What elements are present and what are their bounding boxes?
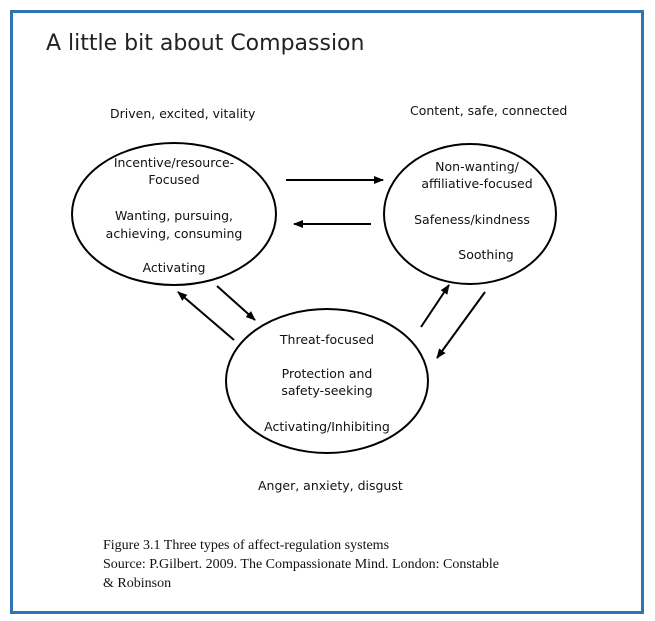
drive-line-3: Wanting, pursuing, xyxy=(114,208,234,223)
page-title: A little bit about Compassion xyxy=(46,31,365,56)
threat-line-4: Activating/Inhibiting xyxy=(264,419,390,434)
drive-line-1: Incentive/resource- xyxy=(113,155,235,170)
threat-line-3: safety-seeking xyxy=(281,383,373,398)
figure-caption: Figure 3.1 Three types of affect-regulat… xyxy=(103,536,573,593)
threat-emotions-label: Anger, anxiety, disgust xyxy=(258,478,403,493)
caption-line-2: Source: P.Gilbert. 2009. The Compassiona… xyxy=(103,557,499,572)
soothing-line-1: Non-wanting/ xyxy=(435,159,519,174)
soothing-line-4: Soothing xyxy=(458,247,514,262)
arrow-threat-to-soothing xyxy=(420,284,450,328)
soothing-line-3: Safeness/kindness xyxy=(414,212,530,227)
threat-line-1: Threat-focused xyxy=(279,332,375,347)
arrow-soothing-to-threat xyxy=(436,291,486,359)
drive-system-ellipse xyxy=(71,142,277,286)
threat-line-2: Protection and xyxy=(281,366,373,381)
arrow-drive-to-threat xyxy=(216,285,256,321)
arrow-threat-to-drive xyxy=(177,291,235,341)
drive-line-5: Activating xyxy=(142,260,206,275)
soothing-system-ellipse xyxy=(383,143,557,285)
figure-frame xyxy=(10,10,644,614)
drive-line-4: achieving, consuming xyxy=(105,226,243,241)
drive-line-2: Focused xyxy=(148,172,200,187)
threat-system-ellipse xyxy=(225,308,429,454)
caption-line-3: & Robinson xyxy=(103,576,172,591)
caption-line-1: Figure 3.1 Three types of affect-regulat… xyxy=(103,538,390,553)
soothing-line-2: affiliative-focused xyxy=(421,176,533,191)
soothing-emotions-label: Content, safe, connected xyxy=(410,103,568,118)
drive-emotions-label: Driven, excited, vitality xyxy=(110,106,256,121)
